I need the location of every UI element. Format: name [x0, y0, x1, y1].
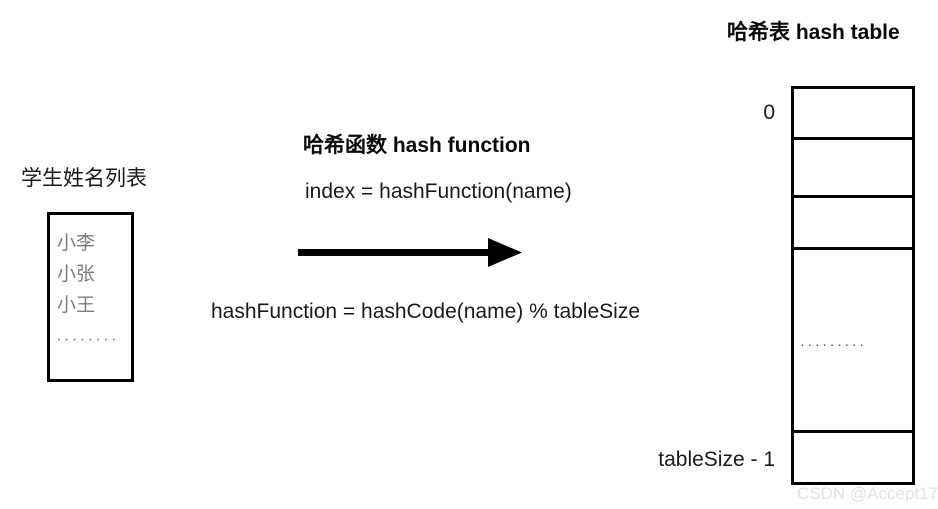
- hash-table-index-last: tableSize - 1: [658, 448, 775, 471]
- hash-table-box: [791, 86, 915, 485]
- hash-table-cell: [791, 250, 915, 433]
- hash-table-cell: [791, 86, 915, 140]
- hash-table-cell: [791, 433, 915, 485]
- arrow-right-icon: [298, 232, 522, 274]
- student-list-names: 小李 小张 小王: [57, 228, 127, 321]
- watermark: CSDN @Accept17: [797, 484, 938, 503]
- hash-table-index-first: 0: [763, 101, 775, 124]
- student-list-ellipsis: ········: [56, 329, 119, 348]
- hash-function-formula-index: index = hashFunction(name): [305, 180, 572, 203]
- student-list-box: [47, 212, 134, 382]
- list-item: 小张: [57, 264, 96, 285]
- hash-function-formula-definition: hashFunction = hashCode(name) % tableSiz…: [211, 300, 641, 323]
- list-item: 小李: [57, 233, 96, 254]
- hash-table-cell: [791, 198, 915, 250]
- hash-table-cell: [791, 140, 915, 198]
- hash-function-heading: 哈希函数 hash function: [303, 134, 531, 157]
- student-list-caption: 学生姓名列表: [21, 167, 147, 190]
- hash-table-cell-ellipsis: ·········: [800, 336, 867, 353]
- list-item: 小王: [57, 295, 96, 316]
- hash-table-heading: 哈希表 hash table: [727, 21, 900, 44]
